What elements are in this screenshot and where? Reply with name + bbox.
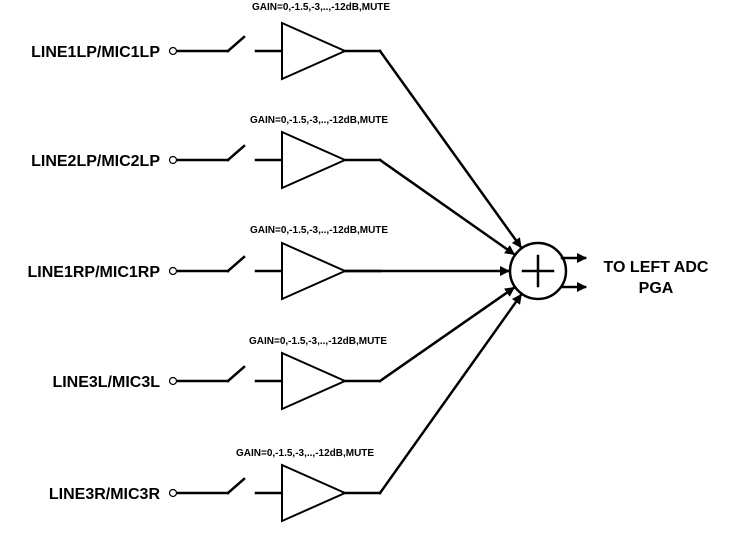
input-channel: LINE1LP/MIC1LP GAIN=0,-1.5,-3,..,-12dB,MU… <box>31 2 523 249</box>
input-terminal <box>168 376 178 386</box>
gain-label: GAIN=0,-1.5,-3,..,-12dB,MUTE <box>249 336 387 347</box>
gain-label: GAIN=0,-1.5,-3,..,-12dB,MUTE <box>250 225 388 236</box>
summing-junction <box>508 241 568 301</box>
input-terminal <box>168 488 178 498</box>
switch-blade <box>226 477 246 495</box>
output-label-line2: PGA <box>639 280 674 297</box>
switch-blade <box>226 365 246 383</box>
switch-blade <box>226 144 246 162</box>
input-label: LINE1LP/MIC1LP <box>31 44 160 61</box>
summer-feed-line <box>378 158 516 256</box>
gain-label: GAIN=0,-1.5,-3,..,-12dB,MUTE <box>250 115 388 126</box>
input-channel: LINE3L/MIC3L GAIN=0,-1.5,-3,..,-12dB,MUTE <box>52 286 516 411</box>
gain-amplifier <box>281 351 348 411</box>
summer-feed-line <box>378 293 523 495</box>
output-arrows <box>560 253 587 292</box>
input-channels: LINE1LP/MIC1LP GAIN=0,-1.5,-3,..,-12dB,MU… <box>28 2 523 523</box>
input-label: LINE3R/MIC3R <box>49 486 161 503</box>
input-terminal <box>168 46 178 56</box>
input-label: LINE3L/MIC3L <box>52 374 160 391</box>
summer-feed-line <box>378 49 523 249</box>
input-channel: LINE1RP/MIC1RP GAIN=0,-1.5,-3,..,-12dB,MU… <box>28 225 510 301</box>
summer-feed-line <box>378 286 516 383</box>
output-label-line1: TO LEFT ADC <box>604 259 709 276</box>
input-label: LINE2LP/MIC2LP <box>31 153 160 170</box>
gain-amplifier <box>281 21 348 81</box>
gain-amplifier <box>281 463 348 523</box>
input-label: LINE1RP/MIC1RP <box>28 264 161 281</box>
gain-label: GAIN=0,-1.5,-3,..,-12dB,MUTE <box>252 2 390 13</box>
input-terminal <box>168 266 178 276</box>
switch-blade <box>226 35 246 53</box>
switch-blade <box>226 255 246 273</box>
input-terminal <box>168 155 178 165</box>
input-channel: LINE2LP/MIC2LP GAIN=0,-1.5,-3,..,-12dB,MU… <box>31 115 516 256</box>
gain-label: GAIN=0,-1.5,-3,..,-12dB,MUTE <box>236 448 374 459</box>
input-channel: LINE3R/MIC3R GAIN=0,-1.5,-3,..,-12dB,MUTE <box>49 293 523 523</box>
gain-amplifier <box>281 130 348 190</box>
gain-amplifier <box>281 241 348 301</box>
